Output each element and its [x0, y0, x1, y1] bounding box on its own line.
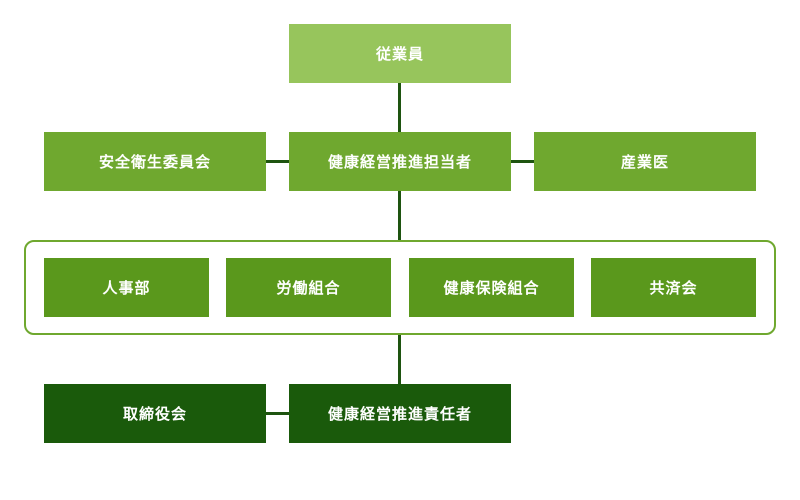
node-occupational-physician-label: 産業医: [620, 153, 669, 171]
node-health-management-executive-label: 健康経営推進責任者: [327, 405, 472, 423]
node-health-insurance-association-label: 健康保険組合: [443, 279, 540, 297]
node-health-management-executive: 健康経営推進責任者: [289, 384, 511, 443]
connector-top-to-center: [398, 83, 401, 133]
connector-center-to-group: [398, 191, 401, 242]
node-health-management-officer-label: 健康経営推進担当者: [327, 153, 472, 171]
node-occupational-physician: 産業医: [534, 132, 756, 191]
node-employees: 従業員: [289, 24, 511, 83]
node-hr-department: 人事部: [44, 258, 209, 317]
node-mutual-aid-association: 共済会: [591, 258, 756, 317]
node-board-of-directors: 取締役会: [44, 384, 266, 443]
connector-group-to-bottom: [398, 334, 401, 385]
node-health-management-officer: 健康経営推進担当者: [289, 132, 511, 191]
node-mutual-aid-association-label: 共済会: [649, 279, 698, 297]
node-safety-health-committee: 安全衛生委員会: [44, 132, 266, 191]
connector-center-to-right: [511, 160, 534, 163]
connector-bottom-left-to-center: [266, 412, 289, 415]
node-health-insurance-association: 健康保険組合: [409, 258, 574, 317]
node-employees-label: 従業員: [375, 45, 424, 63]
node-hr-department-label: 人事部: [102, 279, 151, 297]
node-labor-union: 労働組合: [226, 258, 391, 317]
node-safety-health-committee-label: 安全衛生委員会: [98, 153, 211, 171]
node-labor-union-label: 労働組合: [276, 279, 341, 297]
node-board-of-directors-label: 取締役会: [122, 405, 187, 423]
connector-left-to-center: [266, 160, 289, 163]
